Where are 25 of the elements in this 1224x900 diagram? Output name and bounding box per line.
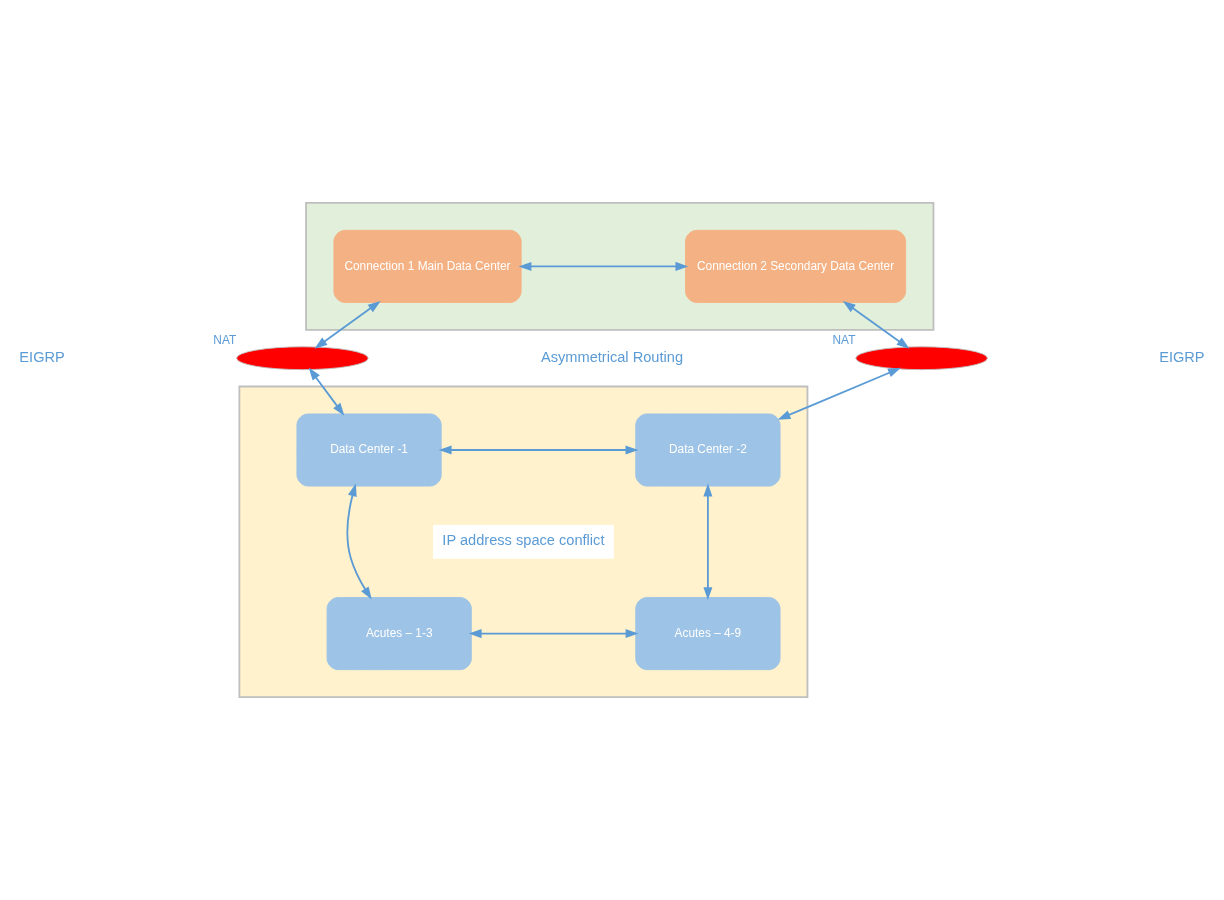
cluster [238,385,809,698]
node-box: Connection 1 Main Data Center [333,229,522,303]
arrow [842,301,910,349]
cluster [305,202,935,331]
node-box: Acutes – 1-3 [326,597,472,671]
arrow [346,483,372,600]
arrow [468,629,639,639]
node-label: NAT [832,332,856,347]
node-ellipse [236,346,369,371]
label: EIGRP [19,348,65,365]
arrow [703,483,713,601]
node-label: NAT [213,332,237,347]
arrow [518,261,689,271]
node-box: Connection 2 Secondary Data Center [685,229,907,303]
node-ellipse [855,346,988,371]
node-box: Data Center -1 [296,413,442,487]
label: IP address space conflict [442,532,605,549]
node-box: Acutes – 4-9 [635,597,781,671]
arrow [777,367,901,420]
label: EIGRP [1159,348,1205,365]
arrow [438,445,639,455]
node-box: Data Center -2 [635,413,781,487]
arrow [308,367,345,416]
arrow [314,301,381,349]
label: Asymmetrical Routing [540,348,684,365]
